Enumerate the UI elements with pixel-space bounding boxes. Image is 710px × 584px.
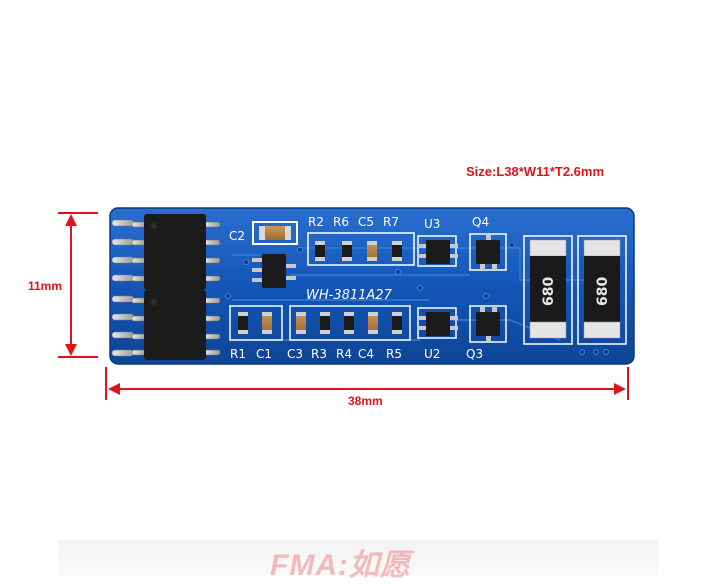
- label-r2: R2: [308, 215, 324, 229]
- label-c5: C5: [358, 215, 374, 229]
- label-r4: R4: [336, 347, 352, 361]
- capacitor-c2: [252, 221, 298, 245]
- height-label: 11mm: [28, 279, 63, 293]
- label-q3: Q3: [466, 347, 483, 361]
- label-r3: R3: [311, 347, 327, 361]
- resistor-code-right: 680: [595, 277, 611, 306]
- brand-watermark: FMA:如愿: [270, 549, 411, 582]
- label-q4: Q4: [472, 215, 489, 229]
- board-model-label: WH-3811A27: [306, 288, 393, 303]
- edge-pads: [111, 219, 135, 357]
- label-u2: U2: [424, 347, 440, 361]
- label-r7: R7: [383, 215, 399, 229]
- label-c4: C4: [358, 347, 374, 361]
- ic-chip-top: [131, 214, 221, 290]
- resistor-code-left: 680: [541, 277, 557, 306]
- label-r6: R6: [333, 215, 349, 229]
- sot-chip-center: [252, 254, 296, 288]
- passives-bottom-row: [229, 305, 411, 341]
- shunt-resistor-left: [523, 235, 573, 345]
- width-dimension: [105, 367, 629, 400]
- label-c3: C3: [287, 347, 303, 361]
- label-c2: C2: [229, 229, 245, 243]
- height-dimension: [58, 212, 98, 358]
- ic-u2: [417, 307, 458, 339]
- ic-u3: [417, 235, 458, 267]
- width-label: 38mm: [348, 394, 383, 408]
- passives-top-row: [307, 232, 415, 266]
- label-r5: R5: [386, 347, 402, 361]
- transistor-q4: [469, 233, 507, 271]
- transistor-q3: [469, 305, 507, 343]
- shunt-resistor-right: [577, 235, 627, 345]
- label-r1: R1: [230, 347, 246, 361]
- label-c1: C1: [256, 347, 272, 361]
- footer-band: [58, 540, 658, 576]
- size-note: Size:L38*W11*T2.6mm: [466, 164, 605, 179]
- ic-chip-bottom: [131, 290, 221, 360]
- pcb-board: C2 R2 R6 C5 R7 U3 Q4 WH-3811A27 R1 C1 C3…: [109, 207, 635, 365]
- label-u3: U3: [424, 217, 440, 231]
